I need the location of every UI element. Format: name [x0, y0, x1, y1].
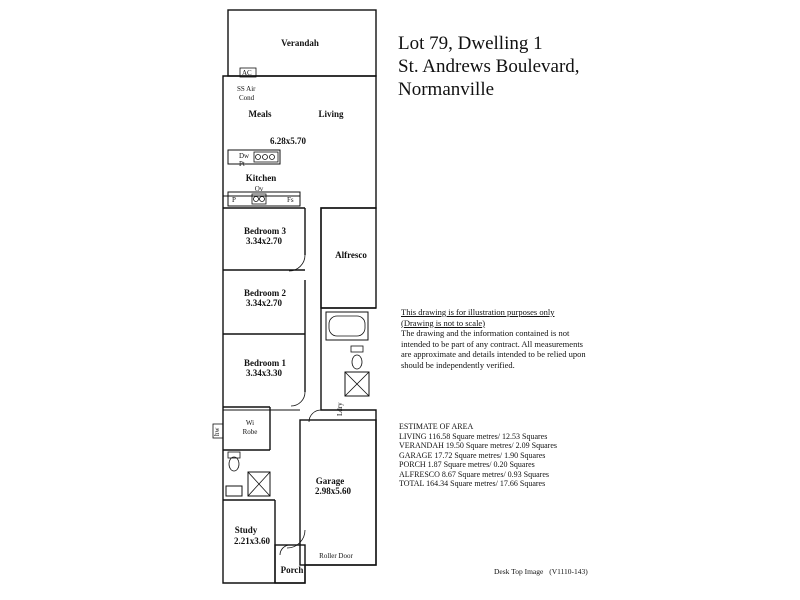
pantry-label: P: [232, 196, 236, 204]
title-line-1: Lot 79, Dwelling 1: [398, 33, 543, 54]
ensuite-toilet-icon: [228, 456, 240, 472]
ss-air-cond-label-1: SS Air: [237, 85, 256, 93]
disclaimer-line-2: (Drawing is not to scale): [401, 317, 486, 328]
living-label: Living: [318, 109, 344, 119]
oven-label: Ov: [255, 185, 264, 193]
bedroom1-label: Bedroom 1: [244, 358, 287, 368]
garage-dimensions: 2.98x5.60: [315, 486, 352, 496]
title-line-2: St. Andrews Boulevard,: [398, 56, 580, 77]
dishwasher-label: Dw: [239, 152, 250, 160]
bedroom3-dimensions: 3.34x2.70: [246, 236, 283, 246]
study-dimensions: 2.21x3.60: [234, 536, 271, 546]
bedroom3-label: Bedroom 3: [244, 226, 287, 236]
hot-water-label: hw: [213, 427, 221, 437]
ss-air-cond-label-2: Cond: [239, 94, 255, 102]
disclaimer-body: The drawing and the information containe…: [401, 328, 586, 370]
pt-label: Pt: [239, 160, 245, 168]
verandah-label: Verandah: [281, 38, 319, 48]
roller-door-label: Roller Door: [319, 552, 353, 560]
meals-living-dimensions: 6.28x5.70: [270, 136, 307, 146]
estimate-heading: ESTIMATE OF AREA: [399, 422, 474, 431]
ac-label: AC: [242, 69, 252, 77]
fridge-space-label: Fs: [287, 196, 294, 204]
study-label: Study: [235, 525, 258, 535]
footer-code: (V1110-143): [549, 567, 588, 576]
estimate-row-total: TOTAL 164.34 Square metres/ 17.66 Square…: [399, 479, 546, 488]
area-estimate: ESTIMATE OF AREA LIVING 116.58 Square me…: [399, 422, 557, 489]
footer-label: Desk Top Image: [494, 567, 544, 576]
bedroom2-dimensions: 3.34x2.70: [246, 298, 283, 308]
ac-unit-icon: [239, 67, 257, 78]
disclaimer: This drawing is for illustration purpose…: [401, 307, 591, 370]
meals-label: Meals: [249, 109, 272, 119]
bedroom1-dimensions: 3.34x3.30: [246, 368, 283, 378]
alfresco-label: Alfresco: [335, 250, 367, 260]
estimate-row-porch: PORCH 1.87 Square metres/ 0.20 Squares: [399, 460, 535, 469]
hot-water-icon: [212, 423, 224, 439]
estimate-row-living: LIVING 116.58 Square metres/ 12.53 Squar…: [399, 431, 548, 441]
estimate-row-verandah: VERANDAH 19.50 Square metres/ 2.09 Squar…: [399, 441, 557, 450]
wi-robe-label-1: Wi: [246, 419, 254, 427]
estimate-row-garage: GARAGE 17.72 Square metres/ 1.90 Squares: [399, 450, 546, 460]
oven-icon: [251, 193, 267, 205]
bedroom2-label: Bedroom 2: [244, 288, 287, 298]
property-title: Lot 79, Dwelling 1 St. Andrews Boulevard…: [398, 32, 580, 101]
porch-label: Porch: [281, 565, 304, 575]
toilet-icon: [351, 354, 363, 370]
wi-robe-label-2: Robe: [243, 428, 258, 436]
footer: Desk Top Image (V1110-143): [494, 567, 592, 576]
bath-icon: [328, 315, 366, 337]
kitchen-label: Kitchen: [246, 173, 277, 183]
laundry-label: Ldry: [336, 402, 344, 416]
cooktop-icon: [253, 151, 279, 163]
garage-label: Garage: [316, 476, 345, 486]
estimate-row-alfresco: ALFRESCO 8.67 Square metres/ 0.93 Square…: [399, 469, 549, 479]
title-line-3: Normanville: [398, 79, 495, 100]
disclaimer-line-1: This drawing is for illustration purpose…: [401, 307, 555, 317]
